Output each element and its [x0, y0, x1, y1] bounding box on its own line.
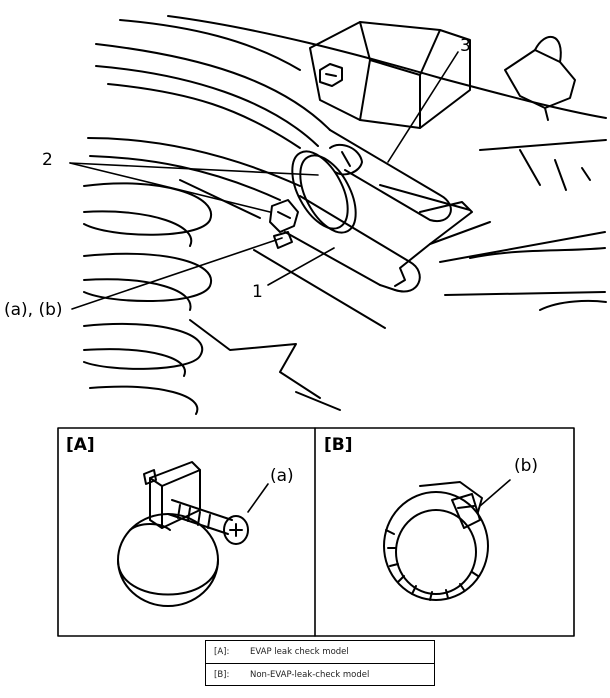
hose-1 [284, 195, 421, 293]
hose-bracket [394, 201, 473, 287]
coil-spring [83, 182, 213, 415]
legend-text: Non-EVAP-leak-check model [250, 670, 370, 680]
clamp-screw-icon [269, 199, 299, 249]
leader-2b [69, 162, 271, 213]
hose-clamp-band [291, 150, 357, 234]
legend-key: [A]: [214, 647, 230, 657]
legend-key: [B]: [214, 670, 230, 680]
leader-2a [69, 162, 319, 176]
callout-part-1: 1 [252, 282, 263, 302]
legend-row-a: [A]: EVAP leak check model [206, 641, 434, 663]
leader-3 [387, 51, 459, 163]
pipe-third [87, 137, 301, 187]
screw-clamp-illustration [117, 461, 269, 607]
pipe-3 [329, 129, 452, 223]
worm-drive-clamp-illustration [383, 479, 511, 601]
leader-ab [71, 237, 283, 310]
panel-tag-a: [A] [66, 435, 95, 455]
upper-bracket [309, 21, 471, 129]
callout-part-3: 3 [460, 36, 471, 56]
pipe-second [119, 19, 301, 71]
callout-b: (b) [514, 456, 539, 476]
panel-tag-b: [B] [324, 435, 353, 455]
legend-text: EVAP leak check model [250, 647, 349, 657]
electrical-connector [504, 49, 576, 109]
legend-box: [A]: EVAP leak check model [B]: Non-EVAP… [205, 640, 435, 686]
bolt-head-icon [319, 63, 343, 87]
callout-a-b: (a), (b) [4, 300, 63, 320]
callout-a: (a) [270, 466, 294, 486]
callout-part-2: 2 [42, 150, 53, 170]
engine-bay-illustration [69, 15, 607, 415]
detail-frame [57, 427, 575, 637]
detail-panels [57, 427, 575, 637]
leader-1 [267, 247, 335, 286]
legend-row-b: [B]: Non-EVAP-leak-check model [206, 663, 434, 685]
small-clamp [329, 143, 363, 176]
body-panel-edge [167, 15, 607, 119]
pipe-upper-outer [95, 43, 331, 131]
lower-body-contour [189, 319, 321, 399]
